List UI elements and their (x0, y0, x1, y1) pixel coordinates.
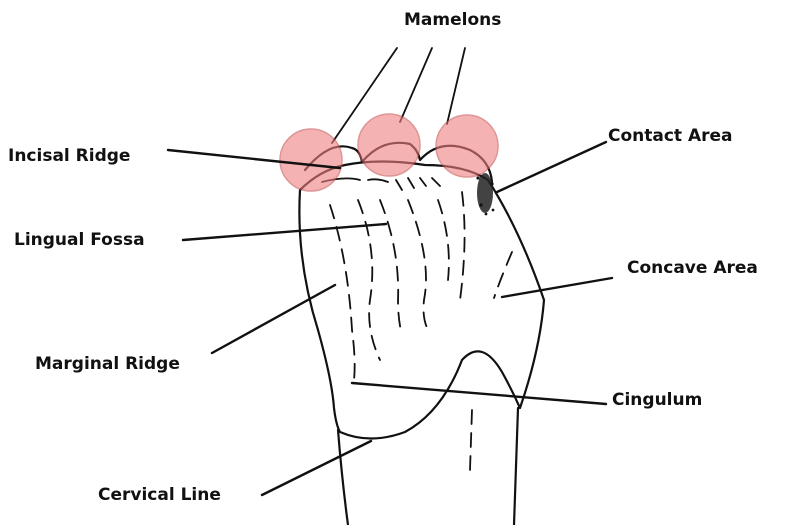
label-concave-area: Concave Area (627, 260, 758, 277)
mamelon-pointer-3 (447, 48, 465, 124)
mamelon-pointer-2 (400, 48, 432, 122)
leader-concave-area (502, 278, 612, 297)
root-canal-line (470, 410, 472, 470)
fossa-groove-6 (460, 192, 465, 300)
root-outline (338, 408, 518, 525)
leader-cingulum (352, 383, 606, 404)
label-cervical-line: Cervical Line (98, 487, 221, 504)
fossa-groove-5 (438, 200, 449, 280)
mamelon-highlight-2 (358, 114, 420, 176)
incisal-ridge-detail (322, 178, 440, 190)
leader-contact-area (497, 142, 606, 192)
concave-area-line (494, 252, 512, 298)
fossa-groove-4 (408, 200, 428, 330)
label-lingual-fossa: Lingual Fossa (14, 232, 145, 249)
label-mamelons: Mamelons (404, 12, 501, 29)
mamelon-highlight-1 (280, 129, 342, 191)
label-contact-area: Contact Area (608, 128, 733, 145)
label-incisal-ridge: Incisal Ridge (8, 148, 130, 165)
leader-lingual-fossa (183, 224, 386, 240)
mamelon-highlight-3 (436, 115, 498, 177)
label-cingulum: Cingulum (612, 392, 702, 409)
label-marginal-ridge: Marginal Ridge (35, 356, 180, 373)
leader-cervical-line (262, 441, 371, 495)
fossa-groove-1 (330, 205, 355, 380)
fossa-groove-3 (380, 200, 402, 335)
leader-marginal-ridge (212, 285, 335, 353)
